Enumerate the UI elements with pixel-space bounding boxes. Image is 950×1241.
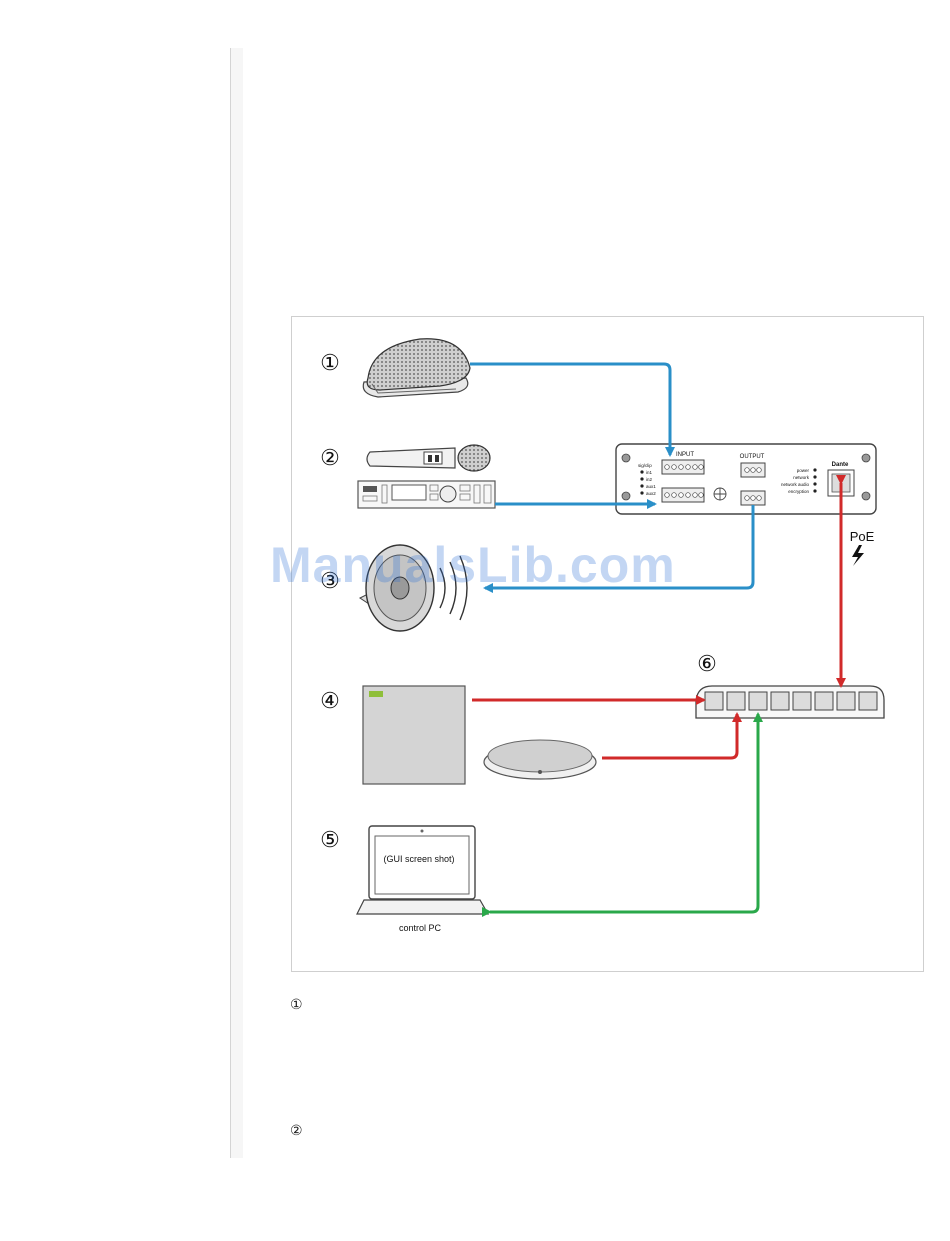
wireless-receiver-icon — [358, 481, 495, 508]
output-label: OUTPUT — [740, 454, 765, 460]
encryption-label: encryption — [788, 489, 809, 494]
marker-6: ⑥ — [697, 651, 717, 676]
note-marker-2: ② — [290, 1122, 303, 1139]
aux2-label: aux2 — [646, 491, 656, 496]
sigclip-label: sig/clip — [638, 463, 652, 468]
cable-table-to-switch — [602, 714, 737, 758]
table-array-icon — [484, 740, 596, 779]
in1-label: in1 — [646, 470, 653, 475]
cable-mic-to-input — [470, 364, 670, 455]
dante-label: Dante — [832, 462, 849, 468]
poe-label: PoE — [850, 529, 875, 544]
marker-2-label: ② — [320, 445, 340, 470]
in2-label: in2 — [646, 477, 653, 482]
network-switch — [696, 686, 884, 718]
marker-4-label: ④ — [320, 688, 340, 713]
aux1-label: aux1 — [646, 484, 656, 489]
laptop-icon: (GUI screen shot) control PC — [357, 826, 488, 933]
network-label: network — [793, 475, 810, 480]
network-audio-label: network audio — [781, 482, 810, 487]
marker-5: ⑤ — [320, 827, 340, 852]
marker-2: ② — [320, 445, 340, 470]
marker-1: ① — [320, 350, 340, 375]
marker-5-label: ⑤ — [320, 827, 340, 852]
ceiling-array-icon — [363, 686, 465, 784]
gui-screenshot-label: (GUI screen shot) — [383, 854, 454, 864]
marker-1-label: ① — [320, 350, 340, 375]
handheld-microphone-icon — [367, 445, 490, 471]
input-label: INPUT — [676, 452, 694, 458]
marker-6-label: ⑥ — [697, 651, 717, 676]
control-pc-label: control PC — [399, 923, 442, 933]
power-label: power — [797, 468, 810, 473]
watermark: ManualsLib.com — [270, 536, 676, 594]
marker-4: ④ — [320, 688, 340, 713]
boundary-microphone-icon — [363, 339, 470, 397]
note-marker-1: ① — [290, 996, 303, 1013]
lightning-icon — [852, 545, 864, 566]
